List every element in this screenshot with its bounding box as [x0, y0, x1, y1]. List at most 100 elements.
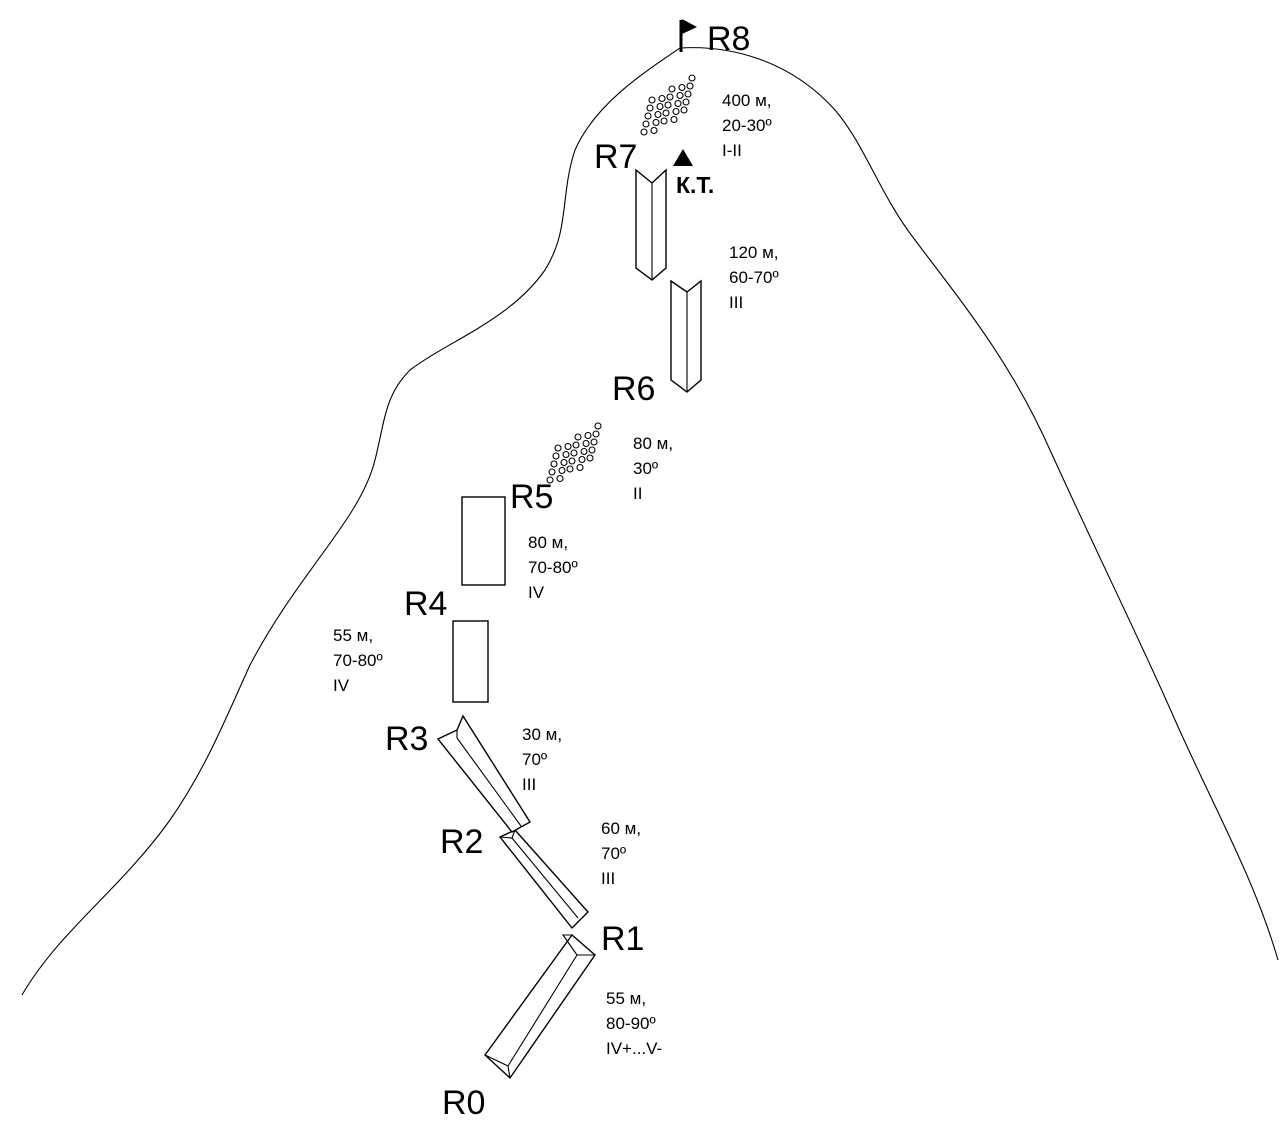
svg-text:IV: IV	[528, 583, 545, 602]
scree-pebble	[684, 90, 692, 98]
scree-pebble	[574, 433, 582, 441]
scree-pebble	[572, 441, 580, 449]
section-label-r4-r5: 80 м, 70-80º IV	[528, 533, 578, 602]
scree-pebble	[654, 110, 662, 119]
scree-field-middle	[546, 422, 602, 484]
control-point-label: К.Т.	[676, 172, 714, 198]
svg-text:III: III	[729, 293, 743, 312]
scree-pebble	[648, 96, 656, 104]
scree-pebble	[582, 439, 590, 448]
section-r3-r4-wall	[452, 620, 489, 703]
section-r4-r5-wall	[461, 496, 506, 586]
scree-pebble	[576, 463, 584, 472]
section-label-r2-r3: 30 м, 70º III	[522, 725, 562, 794]
scree-pebble	[646, 104, 654, 112]
scree-pebble	[546, 476, 554, 484]
scree-pebble	[642, 120, 650, 128]
svg-text:30º: 30º	[633, 459, 658, 478]
mountain-outline	[21, 47, 1279, 996]
scree-pebble	[550, 460, 558, 468]
scree-pebble	[578, 455, 586, 464]
section-label-r1-r2: 60 м, 70º III	[601, 819, 641, 888]
scree-pebble	[584, 431, 592, 440]
scree-pebble	[556, 474, 564, 483]
scree-pebble	[568, 457, 576, 465]
scree-pebble	[560, 458, 568, 467]
scree-pebble	[554, 444, 562, 452]
scree-pebble	[640, 128, 648, 136]
scree-pebble	[656, 102, 664, 111]
scree-pebble	[662, 109, 670, 117]
scree-pebble	[588, 446, 596, 454]
scree-pebble	[594, 422, 602, 430]
section-r6-r7-dihedral-lower	[670, 279, 702, 393]
svg-text:120 м,: 120 м,	[729, 243, 779, 262]
svg-text:60 м,: 60 м,	[601, 819, 641, 838]
svg-text:70º: 70º	[601, 844, 626, 863]
section-label-r7-r8: 400 м, 20-30º I-II	[722, 91, 772, 160]
scree-pebble	[580, 447, 588, 456]
svg-text:70-80º: 70-80º	[333, 651, 383, 670]
scree-pebble	[552, 452, 560, 460]
section-r6-r7-dihedral-upper	[635, 168, 667, 281]
svg-text:70-80º: 70-80º	[528, 558, 578, 577]
point-label-r7: R7	[594, 138, 637, 176]
svg-text:30 м,: 30 м,	[522, 725, 562, 744]
scree-pebble	[674, 99, 682, 108]
svg-text:55 м,: 55 м,	[606, 989, 646, 1008]
scree-pebble	[664, 101, 672, 109]
scree-pebble	[566, 465, 574, 473]
scree-pebble	[676, 91, 684, 100]
svg-text:20-30º: 20-30º	[722, 116, 772, 135]
scree-pebble	[680, 106, 688, 114]
svg-text:80 м,: 80 м,	[633, 434, 673, 453]
summit-flag-icon	[679, 19, 697, 52]
svg-text:II: II	[633, 484, 642, 503]
point-label-r3: R3	[385, 720, 428, 758]
section-r0-r1-dihedral	[484, 933, 596, 1080]
scree-pebble	[658, 94, 666, 103]
scree-pebble	[570, 449, 578, 457]
svg-text:IV: IV	[333, 676, 350, 695]
scree-pebble	[670, 115, 678, 124]
scree-pebble	[592, 430, 600, 438]
scree-pebble	[672, 107, 680, 116]
point-label-r6: R6	[612, 370, 655, 408]
svg-text:III: III	[522, 775, 536, 794]
scree-pebble	[562, 450, 570, 459]
section-label-r6-r7: 120 м, 60-70º III	[729, 243, 779, 312]
svg-text:80-90º: 80-90º	[606, 1014, 656, 1033]
svg-text:55 м,: 55 м,	[333, 626, 373, 645]
scree-pebble	[558, 466, 566, 475]
scree-pebble	[678, 83, 686, 92]
scree-pebble	[650, 126, 658, 135]
point-label-r1: R1	[601, 920, 644, 958]
section-r2-r3-dihedral	[436, 714, 531, 833]
section-r1-r2-dihedral	[498, 829, 589, 930]
scree-pebble	[652, 118, 660, 127]
svg-text:IV+...V-: IV+...V-	[606, 1039, 662, 1058]
section-label-r0-r1: 55 м, 80-90º IV+...V-	[606, 989, 662, 1058]
svg-text:70º: 70º	[522, 750, 547, 769]
section-label-r5-r6: 80 м, 30º II	[633, 434, 673, 503]
point-label-r5: R5	[510, 478, 553, 516]
scree-pebble	[644, 112, 652, 120]
scree-pebble	[686, 82, 694, 90]
svg-text:I-II: I-II	[722, 141, 742, 160]
point-label-r8: R8	[707, 20, 750, 58]
point-label-r4: R4	[404, 585, 447, 623]
scree-pebble	[564, 442, 572, 451]
scree-field-upper	[640, 74, 696, 136]
scree-pebble	[668, 85, 676, 93]
section-label-r3-r4: 55 м, 70-80º IV	[333, 626, 383, 695]
scree-pebble	[548, 468, 556, 476]
scree-pebble	[682, 98, 690, 106]
scree-pebble	[688, 74, 696, 82]
scree-pebble	[590, 438, 598, 446]
scree-pebble	[666, 93, 674, 101]
point-label-r0: R0	[442, 1084, 485, 1122]
svg-text:400 м,: 400 м,	[722, 91, 772, 110]
scree-pebble	[660, 117, 668, 125]
svg-text:60-70º: 60-70º	[729, 268, 779, 287]
